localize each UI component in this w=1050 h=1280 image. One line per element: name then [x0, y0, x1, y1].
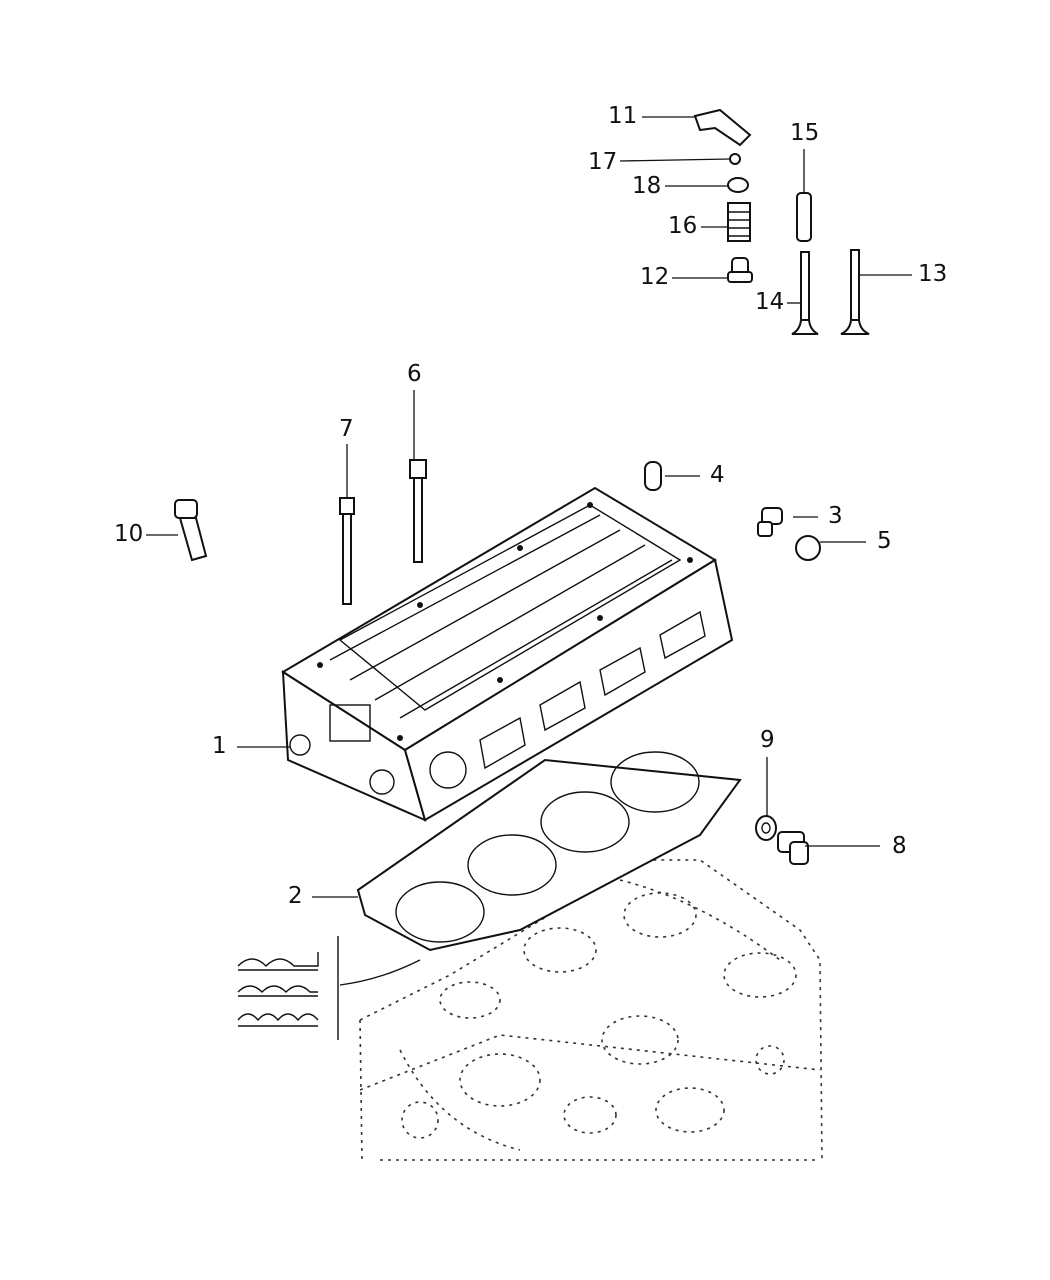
callout-4[interactable]: 4 — [710, 462, 725, 488]
callout-13[interactable]: 13 — [918, 261, 948, 287]
retainer-18-illustration — [727, 177, 749, 193]
gasket-thickness-profiles — [237, 936, 339, 1040]
plug-3-illustration — [757, 507, 783, 537]
sensor-8-illustration — [777, 831, 809, 865]
callout-5[interactable]: 5 — [877, 528, 892, 554]
callout-15[interactable]: 15 — [790, 120, 820, 146]
callout-14[interactable]: 14 — [755, 289, 785, 315]
callout-11[interactable]: 11 — [608, 103, 638, 129]
callout-6[interactable]: 6 — [407, 361, 422, 387]
callout-1[interactable]: 1 — [212, 733, 227, 759]
leader-lines — [146, 116, 912, 898]
valve-14-illustration — [791, 251, 819, 335]
callout-17[interactable]: 17 — [588, 149, 618, 175]
callout-12[interactable]: 12 — [640, 264, 670, 290]
callout-9[interactable]: 9 — [760, 727, 775, 753]
bolt-10-illustration — [174, 499, 208, 562]
cylinder-head-illustration — [281, 486, 734, 822]
spring-16-illustration — [727, 202, 751, 242]
callout-7[interactable]: 7 — [339, 416, 354, 442]
valve-guide-15-illustration — [796, 192, 812, 242]
rocker-arm-11-illustration — [693, 108, 752, 147]
valve-seal-12-illustration — [727, 257, 753, 283]
cap-5-illustration — [795, 535, 821, 561]
callout-16[interactable]: 16 — [668, 213, 698, 239]
washer-9-illustration — [755, 815, 777, 841]
callout-2[interactable]: 2 — [288, 883, 303, 909]
head-gasket-illustration — [339, 751, 742, 986]
valve-13-illustration — [840, 249, 870, 335]
dowel-4-illustration — [644, 461, 662, 491]
head-bolt-7-illustration — [339, 497, 355, 605]
callout-10[interactable]: 10 — [114, 521, 144, 547]
callout-3[interactable]: 3 — [828, 503, 843, 529]
head-bolt-6-illustration — [409, 459, 427, 563]
callout-18[interactable]: 18 — [632, 173, 662, 199]
callout-8[interactable]: 8 — [892, 833, 907, 859]
engine-block-illustration — [359, 859, 823, 1161]
keeper-17-illustration — [729, 153, 741, 165]
